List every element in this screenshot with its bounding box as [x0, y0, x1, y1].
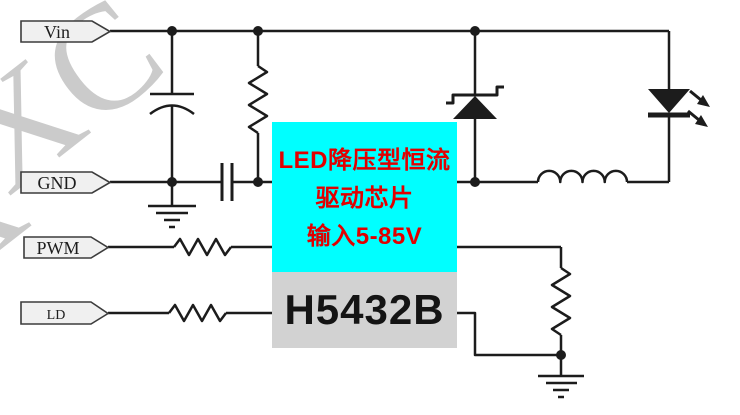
junction-dots	[167, 26, 566, 360]
ground-symbol-left	[148, 182, 196, 229]
chip-banner-line-2: 驱动芯片	[315, 185, 414, 212]
pin-label-vin: Vin	[44, 22, 70, 42]
led-light-arrows	[687, 89, 710, 127]
electrolytic-capacitor	[149, 31, 195, 182]
chip-banner-line-3: 输入5-85V	[306, 223, 423, 250]
ld-series-resistor	[108, 303, 280, 323]
input-divider-resistor	[247, 31, 269, 182]
chip-part-number: H5432B	[284, 286, 445, 333]
pin-tag-ld: LD	[20, 301, 110, 325]
pin-tag-vin: Vin	[20, 20, 112, 43]
pin-tag-gnd: GND	[20, 171, 112, 194]
inductor	[536, 169, 629, 184]
series-capacitor	[220, 163, 234, 201]
chip-part-label: H5432B	[272, 272, 457, 348]
pin-label-ld: LD	[47, 308, 66, 323]
pin-label-gnd: GND	[38, 173, 77, 193]
chip-banner-line-1: LED降压型恒流	[278, 147, 451, 174]
pwm-series-resistor	[108, 237, 280, 257]
pin-label-pwm: PWM	[36, 238, 79, 258]
current-set-resistor	[450, 245, 572, 357]
schottky-diode	[446, 31, 504, 182]
chip-banner: LED降压型恒流 驱动芯片 输入5-85V	[272, 122, 457, 272]
led	[648, 89, 710, 127]
pin-tag-pwm: PWM	[23, 236, 110, 259]
ground-symbol-right	[538, 355, 584, 399]
